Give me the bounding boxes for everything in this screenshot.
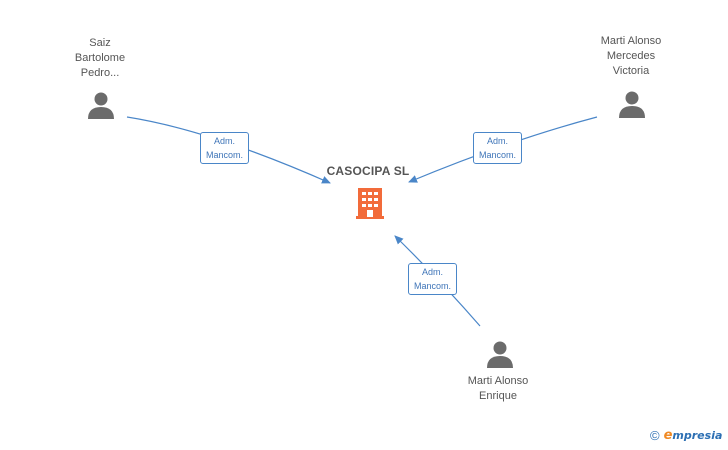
relation-label-enrique: Adm. Mancom. <box>408 263 458 295</box>
person-name-mercedes[interactable]: Marti Alonso Mercedes Victoria <box>600 35 662 77</box>
relation-label-saiz: Adm. Mancom. <box>200 132 250 164</box>
person-name-saiz[interactable]: Saiz Bartolome Pedro... <box>74 37 126 79</box>
building-icon[interactable] <box>355 186 385 220</box>
copyright-symbol: © <box>650 428 660 443</box>
relation-label-mercedes: Adm. Mancom. <box>473 132 523 164</box>
person-name-enrique[interactable]: Marti Alonso Enrique <box>467 375 529 402</box>
person-icon[interactable] <box>86 90 116 120</box>
person-icon[interactable] <box>617 89 647 119</box>
footer-credit: © empresia <box>650 428 722 443</box>
brand-logo[interactable]: empresia <box>664 428 723 443</box>
brand-name: mpresia <box>672 429 723 442</box>
brand-initial: e <box>663 428 673 443</box>
company-name[interactable]: CASOCIPA SL <box>326 164 410 178</box>
person-icon[interactable] <box>485 339 515 369</box>
